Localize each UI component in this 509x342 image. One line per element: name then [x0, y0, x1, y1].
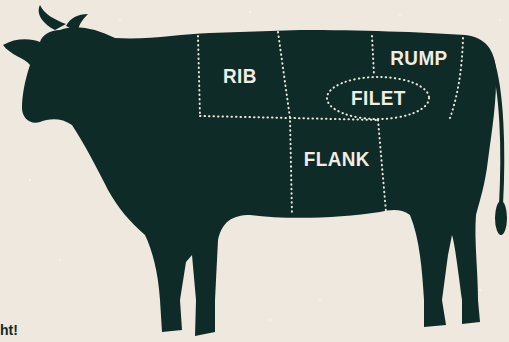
ellipse-outline [327, 77, 429, 119]
cow-tail [492, 60, 502, 205]
cow-body [3, 27, 496, 336]
cut-name: FLANK [304, 147, 370, 171]
cow-silhouette [3, 5, 507, 336]
cut-line [378, 120, 386, 212]
cut-ellipse: FILET [326, 76, 430, 120]
cut-lines [198, 32, 463, 215]
cut-region: FLANK [292, 120, 382, 198]
cut-region: RUMP [376, 38, 462, 78]
cut-line [278, 32, 292, 215]
fragment-text: ht! [0, 322, 18, 338]
cut-line [198, 36, 200, 116]
cut-name: RIB [223, 64, 257, 88]
cow-horn [39, 5, 66, 30]
cut-line [450, 38, 463, 118]
tail-tuft [495, 201, 507, 235]
cut-name: FILET [351, 86, 406, 110]
cut-region: RIB [201, 36, 279, 116]
cut-name: RUMP [390, 46, 447, 70]
cut-line [372, 36, 374, 75]
